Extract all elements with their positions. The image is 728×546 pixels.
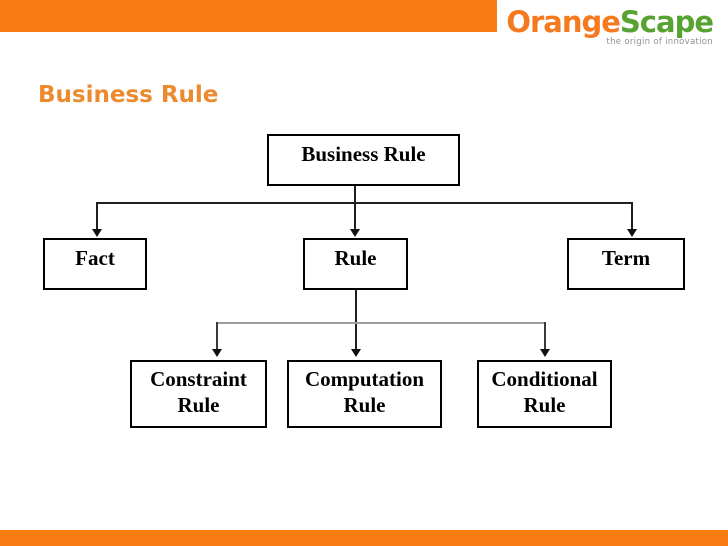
node-business-rule: Business Rule: [267, 134, 460, 186]
node-fact: Fact: [43, 238, 147, 290]
node-rule: Rule: [303, 238, 408, 290]
page-title: Business Rule: [38, 82, 219, 108]
logo-text-green: Scape: [619, 5, 714, 39]
connector-drop-term: [631, 202, 633, 230]
node-constraint-rule: Constraint Rule: [130, 360, 267, 428]
node-label: Conditional Rule: [491, 367, 598, 417]
arrowhead-down-icon: [92, 229, 102, 237]
header-accent-bar: [0, 0, 497, 32]
connector-root-stem: [354, 186, 356, 203]
connector-drop-rule: [354, 202, 356, 230]
logo-tagline: the origin of innovation: [606, 37, 713, 47]
node-label: Constraint Rule: [150, 367, 247, 417]
connector-drop-fact: [96, 202, 98, 230]
node-conditional-rule: Conditional Rule: [477, 360, 612, 428]
arrowhead-down-icon: [540, 349, 550, 357]
node-term: Term: [567, 238, 685, 290]
footer-accent-bar: [0, 530, 728, 546]
connector-drop-conditional: [544, 322, 546, 350]
node-label: Fact: [75, 246, 115, 270]
connector-level2-horizontal: [96, 202, 633, 204]
node-label: Rule: [334, 246, 377, 270]
arrowhead-down-icon: [212, 349, 222, 357]
logo-text-orange: Orange: [506, 5, 621, 39]
node-computation-rule: Computation Rule: [287, 360, 442, 428]
node-label: Computation Rule: [304, 367, 425, 417]
logo: OrangeScape the origin of innovation: [506, 5, 714, 47]
node-label: Business Rule: [301, 142, 426, 166]
arrowhead-down-icon: [627, 229, 637, 237]
arrowhead-down-icon: [351, 349, 361, 357]
node-label: Term: [601, 246, 651, 270]
connector-level3-horizontal: [216, 322, 546, 324]
connector-drop-constraint: [216, 322, 218, 350]
arrowhead-down-icon: [350, 229, 360, 237]
logo-wordmark: OrangeScape: [506, 5, 714, 39]
connector-rule-stem: [355, 290, 357, 350]
